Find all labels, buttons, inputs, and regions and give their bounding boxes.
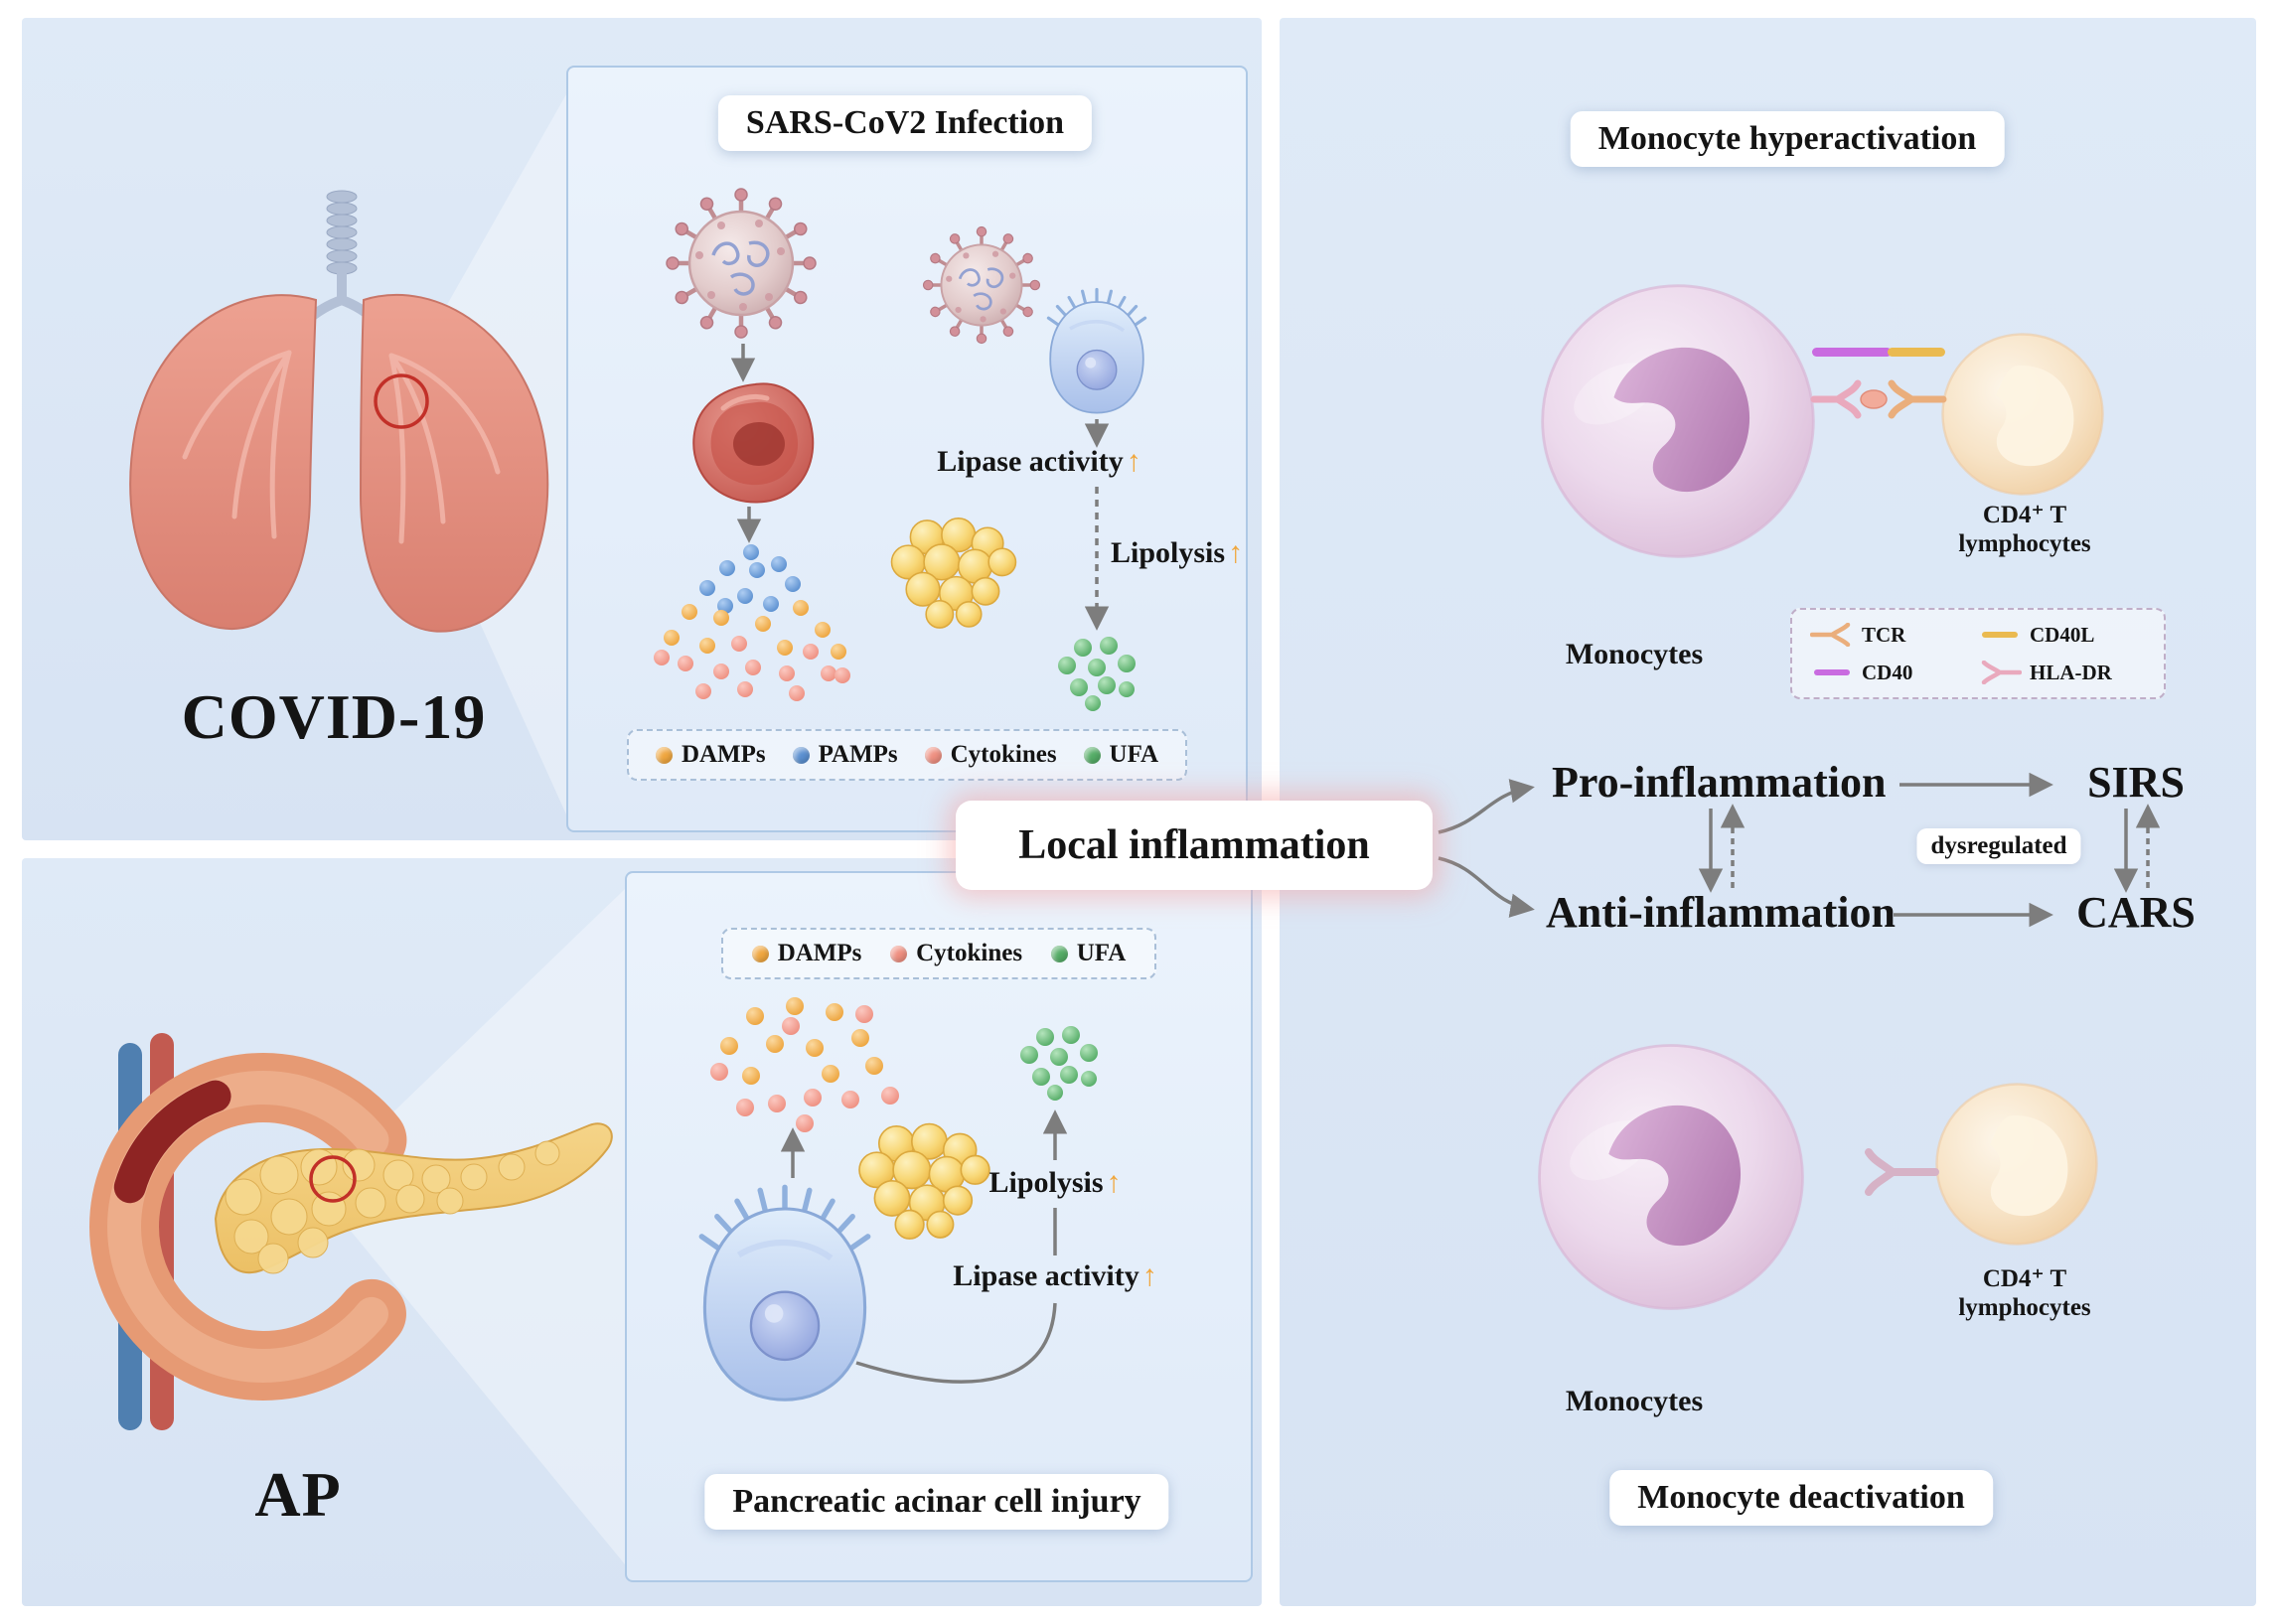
- cars-label: CARS: [2076, 888, 2196, 937]
- pro-inflammation-label: Pro-inflammation: [1552, 758, 1887, 807]
- cd4-line1: CD4⁺ T: [1982, 502, 2067, 528]
- legend-item-cytokines: Cytokines: [890, 940, 1022, 967]
- legend-item-tcr: TCR: [1810, 623, 1978, 648]
- pancreatic-panel-title: Pancreatic acinar cell injury: [704, 1474, 1169, 1530]
- cd4-line2: lymphocytes: [1958, 1293, 2091, 1321]
- cd40-icon: [1814, 669, 1850, 675]
- legend-item-damps: DAMPs: [751, 940, 862, 967]
- sirs-label: SIRS: [2087, 758, 2185, 807]
- pamps-label: PAMPs: [818, 741, 898, 768]
- ufa-label: UFA: [1076, 940, 1127, 966]
- covid-label: COVID-19: [181, 681, 487, 752]
- tcr-icon: [1810, 623, 1851, 647]
- ap-label: AP: [254, 1459, 342, 1530]
- hla-dr-icon: [1981, 661, 2022, 684]
- up-arrow-icon: ↑: [1106, 1166, 1122, 1199]
- ufa-dot-icon: [1083, 746, 1101, 764]
- sars-legend: DAMPs PAMPs Cytokines UFA: [627, 729, 1187, 781]
- cd40l-label: CD40L: [2030, 622, 2095, 647]
- local-inflammation-text: Local inflammation: [1018, 822, 1370, 868]
- cd4-line2: lymphocytes: [1958, 529, 2091, 557]
- up-arrow-icon: ↑: [1126, 445, 1141, 478]
- panc-lipase-label: Lipase activity↑: [953, 1259, 1157, 1293]
- hla-dr-label: HLA-DR: [2030, 660, 2112, 684]
- hyperactivation-title: Monocyte hyperactivation: [1570, 111, 2005, 167]
- dysregulated-label: dysregulated: [1916, 828, 2081, 864]
- sars-lipolysis-text: Lipolysis: [1111, 536, 1226, 569]
- sars-lipase-label: Lipase activity↑: [937, 445, 1141, 479]
- panc-lipolysis-text: Lipolysis: [988, 1166, 1104, 1199]
- legend-item-damps: DAMPs: [655, 741, 766, 769]
- legend-item-cd40: CD40: [1810, 661, 1978, 685]
- cytokines-dot-icon: [924, 746, 942, 764]
- sars-lipase-text: Lipase activity: [937, 445, 1124, 478]
- damps-dot-icon: [751, 945, 769, 962]
- damps-label: DAMPs: [777, 940, 862, 966]
- up-arrow-icon: ↑: [1228, 536, 1244, 569]
- cytokines-label: Cytokines: [916, 940, 1023, 966]
- panc-lipase-text: Lipase activity: [953, 1259, 1139, 1292]
- sars-panel-title: SARS-CoV2 Infection: [717, 95, 1093, 151]
- monocytes-label-bottom: Monocytes: [1565, 1385, 1704, 1417]
- cd40-label: CD40: [1862, 660, 1913, 684]
- local-inflammation-box: Local inflammation: [956, 801, 1433, 890]
- legend-item-ufa: UFA: [1083, 741, 1159, 769]
- cd4-label-top: CD4⁺ T lymphocytes: [1958, 502, 2090, 559]
- legend-item-hladr: HLA-DR: [1978, 661, 2146, 685]
- monocytes-label-top: Monocytes: [1565, 638, 1704, 670]
- receptor-legend: TCR CD40L CD40 HLA-DR: [1790, 608, 2166, 699]
- panc-lipolysis-label: Lipolysis↑: [988, 1166, 1121, 1200]
- up-arrow-icon: ↑: [1141, 1259, 1157, 1292]
- legend-item-cd40l: CD40L: [1978, 623, 2146, 648]
- sars-lipolysis-label: Lipolysis↑: [1111, 536, 1243, 570]
- pancreatic-legend: DAMPs Cytokines UFA: [721, 928, 1156, 979]
- ufa-dot-icon: [1050, 945, 1068, 962]
- anti-inflammation-label: Anti-inflammation: [1546, 888, 1896, 937]
- cytokines-label: Cytokines: [950, 741, 1057, 768]
- legend-item-ufa: UFA: [1050, 940, 1127, 967]
- legend-item-cytokines: Cytokines: [924, 741, 1057, 769]
- damps-dot-icon: [655, 746, 673, 764]
- cd40l-icon: [1982, 632, 2018, 638]
- ufa-label: UFA: [1109, 741, 1159, 768]
- deactivation-title: Monocyte deactivation: [1609, 1470, 1993, 1526]
- cytokines-dot-icon: [890, 945, 908, 962]
- sars-infection-panel: [566, 66, 1248, 832]
- cd4-line1: CD4⁺ T: [1982, 1265, 2067, 1292]
- tcr-label: TCR: [1862, 622, 1906, 647]
- cd4-label-bottom: CD4⁺ T lymphocytes: [1958, 1265, 2090, 1323]
- legend-item-pamps: PAMPs: [792, 741, 898, 769]
- damps-label: DAMPs: [681, 741, 766, 768]
- pamps-dot-icon: [792, 746, 810, 764]
